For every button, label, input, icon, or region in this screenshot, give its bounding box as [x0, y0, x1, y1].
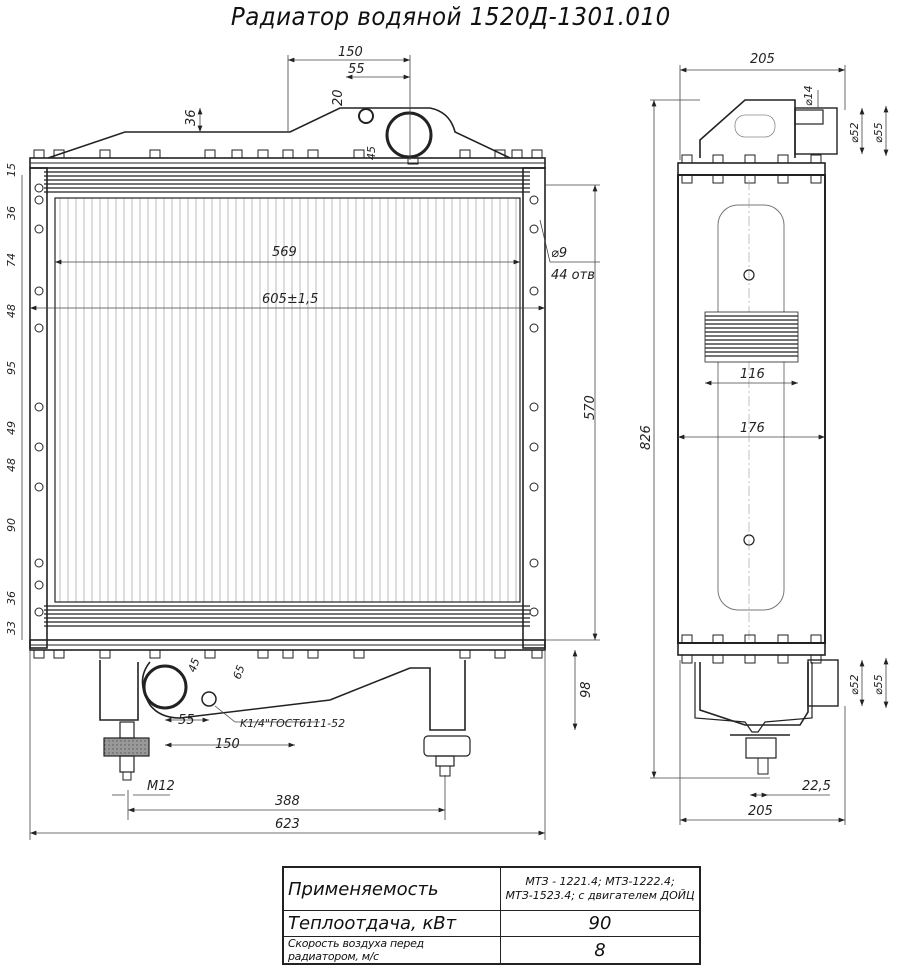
bottom-bolt-row [33, 649, 543, 659]
spec-label: Скорость воздуха перед радиатором, м/с [282, 936, 501, 965]
spec-row-applicability: Применяемость МТЗ - 1221.4; МТЗ-1222.4; … [282, 866, 701, 911]
spacing-48b: 48 [5, 458, 18, 472]
dim-d52-bottom: ⌀52 [848, 674, 861, 695]
spec-value: МТЗ - 1221.4; МТЗ-1222.4; МТЗ-1523.4; с … [500, 866, 701, 911]
spacing-36b: 36 [5, 591, 18, 605]
dim-20-top: 20 [331, 89, 346, 106]
spec-row-air-speed: Скорость воздуха перед радиатором, м/с 8 [282, 936, 701, 965]
dim-45-bottom: 45 [186, 656, 203, 674]
dim-176: 176 [740, 421, 765, 436]
dim-55-top: 55 [348, 62, 365, 77]
spec-value: 8 [500, 936, 701, 965]
thread-m12: M12 [147, 779, 175, 794]
spacing-95: 95 [5, 361, 18, 375]
left-mount [103, 721, 150, 781]
dim-45-top: 45 [365, 146, 378, 160]
dim-frame-width: 605±1,5 [262, 292, 318, 307]
dim-116: 116 [740, 367, 765, 382]
side-view [677, 99, 839, 775]
front-view [29, 107, 546, 781]
dim-150-bottom: 150 [215, 737, 240, 752]
dim-205-bottom: 205 [748, 804, 773, 819]
spacing-74: 74 [5, 253, 18, 267]
top-bolt-row [33, 149, 543, 165]
frame-holes [34, 183, 539, 617]
dim-d14: ⌀14 [802, 85, 815, 106]
spacing-36: 36 [5, 206, 18, 220]
spacing-90: 90 [5, 518, 18, 532]
spacing-49: 49 [5, 421, 18, 435]
spacing-33: 33 [5, 621, 18, 635]
spec-label: Теплоотдача, кВт [282, 910, 501, 937]
right-mount [423, 735, 471, 777]
drawing-title: Радиатор водяной 1520Д-1301.010 [230, 2, 671, 31]
hole-count: 44 отв [551, 268, 595, 283]
dim-22-5: 22,5 [802, 779, 831, 794]
dim-623: 623 [275, 817, 300, 832]
side-dimensions [650, 65, 889, 825]
dim-36-top: 36 [184, 109, 199, 126]
spec-label: Применяемость [282, 866, 501, 911]
dim-570: 570 [583, 395, 598, 420]
dim-150-top: 150 [338, 45, 363, 60]
dim-98: 98 [579, 681, 594, 698]
spec-table: Применяемость МТЗ - 1221.4; МТЗ-1222.4; … [282, 866, 701, 965]
plug-callout: K1/4"ГОСТ6111-52 [240, 717, 345, 730]
spacing-48: 48 [5, 304, 18, 318]
dim-826: 826 [639, 425, 654, 450]
spec-row-heat-transfer: Теплоотдача, кВт 90 [282, 910, 701, 937]
dim-d52-top: ⌀52 [848, 122, 861, 143]
dim-d55-top: ⌀55 [872, 122, 885, 143]
dim-65: 65 [231, 663, 248, 681]
dim-205-top: 205 [750, 52, 775, 67]
front-dimension-labels: 150 55 36 20 45 569 605±1,5 ⌀9 44 отв 57… [5, 45, 598, 832]
dim-388: 388 [275, 794, 300, 809]
front-dimensions [21, 55, 600, 840]
spec-value-line1: МТЗ - 1221.4; МТЗ-1222.4; [525, 875, 675, 888]
hole-diameter: ⌀9 [551, 246, 567, 261]
dim-core-width: 569 [272, 245, 297, 260]
side-dimension-labels: 205 ⌀14 ⌀52 ⌀55 116 176 826 ⌀52 ⌀55 22,5… [639, 52, 885, 819]
spec-value: 90 [500, 910, 701, 937]
dim-d55-bottom: ⌀55 [872, 674, 885, 695]
dim-55-bottom: 55 [178, 713, 195, 728]
spacing-15: 15 [5, 163, 18, 177]
spec-value-line2: МТЗ-1523.4; с двигателем ДОЙЦ [505, 889, 695, 902]
